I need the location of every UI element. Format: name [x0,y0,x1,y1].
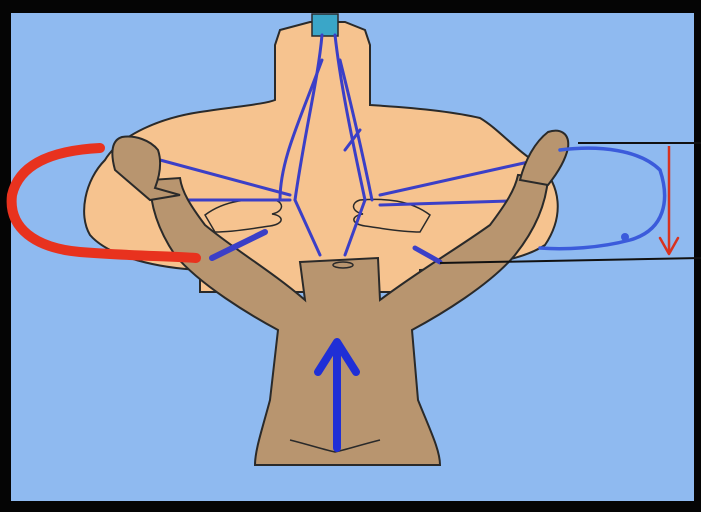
blue-loop-marker [621,233,629,241]
neck-tube [312,14,338,36]
